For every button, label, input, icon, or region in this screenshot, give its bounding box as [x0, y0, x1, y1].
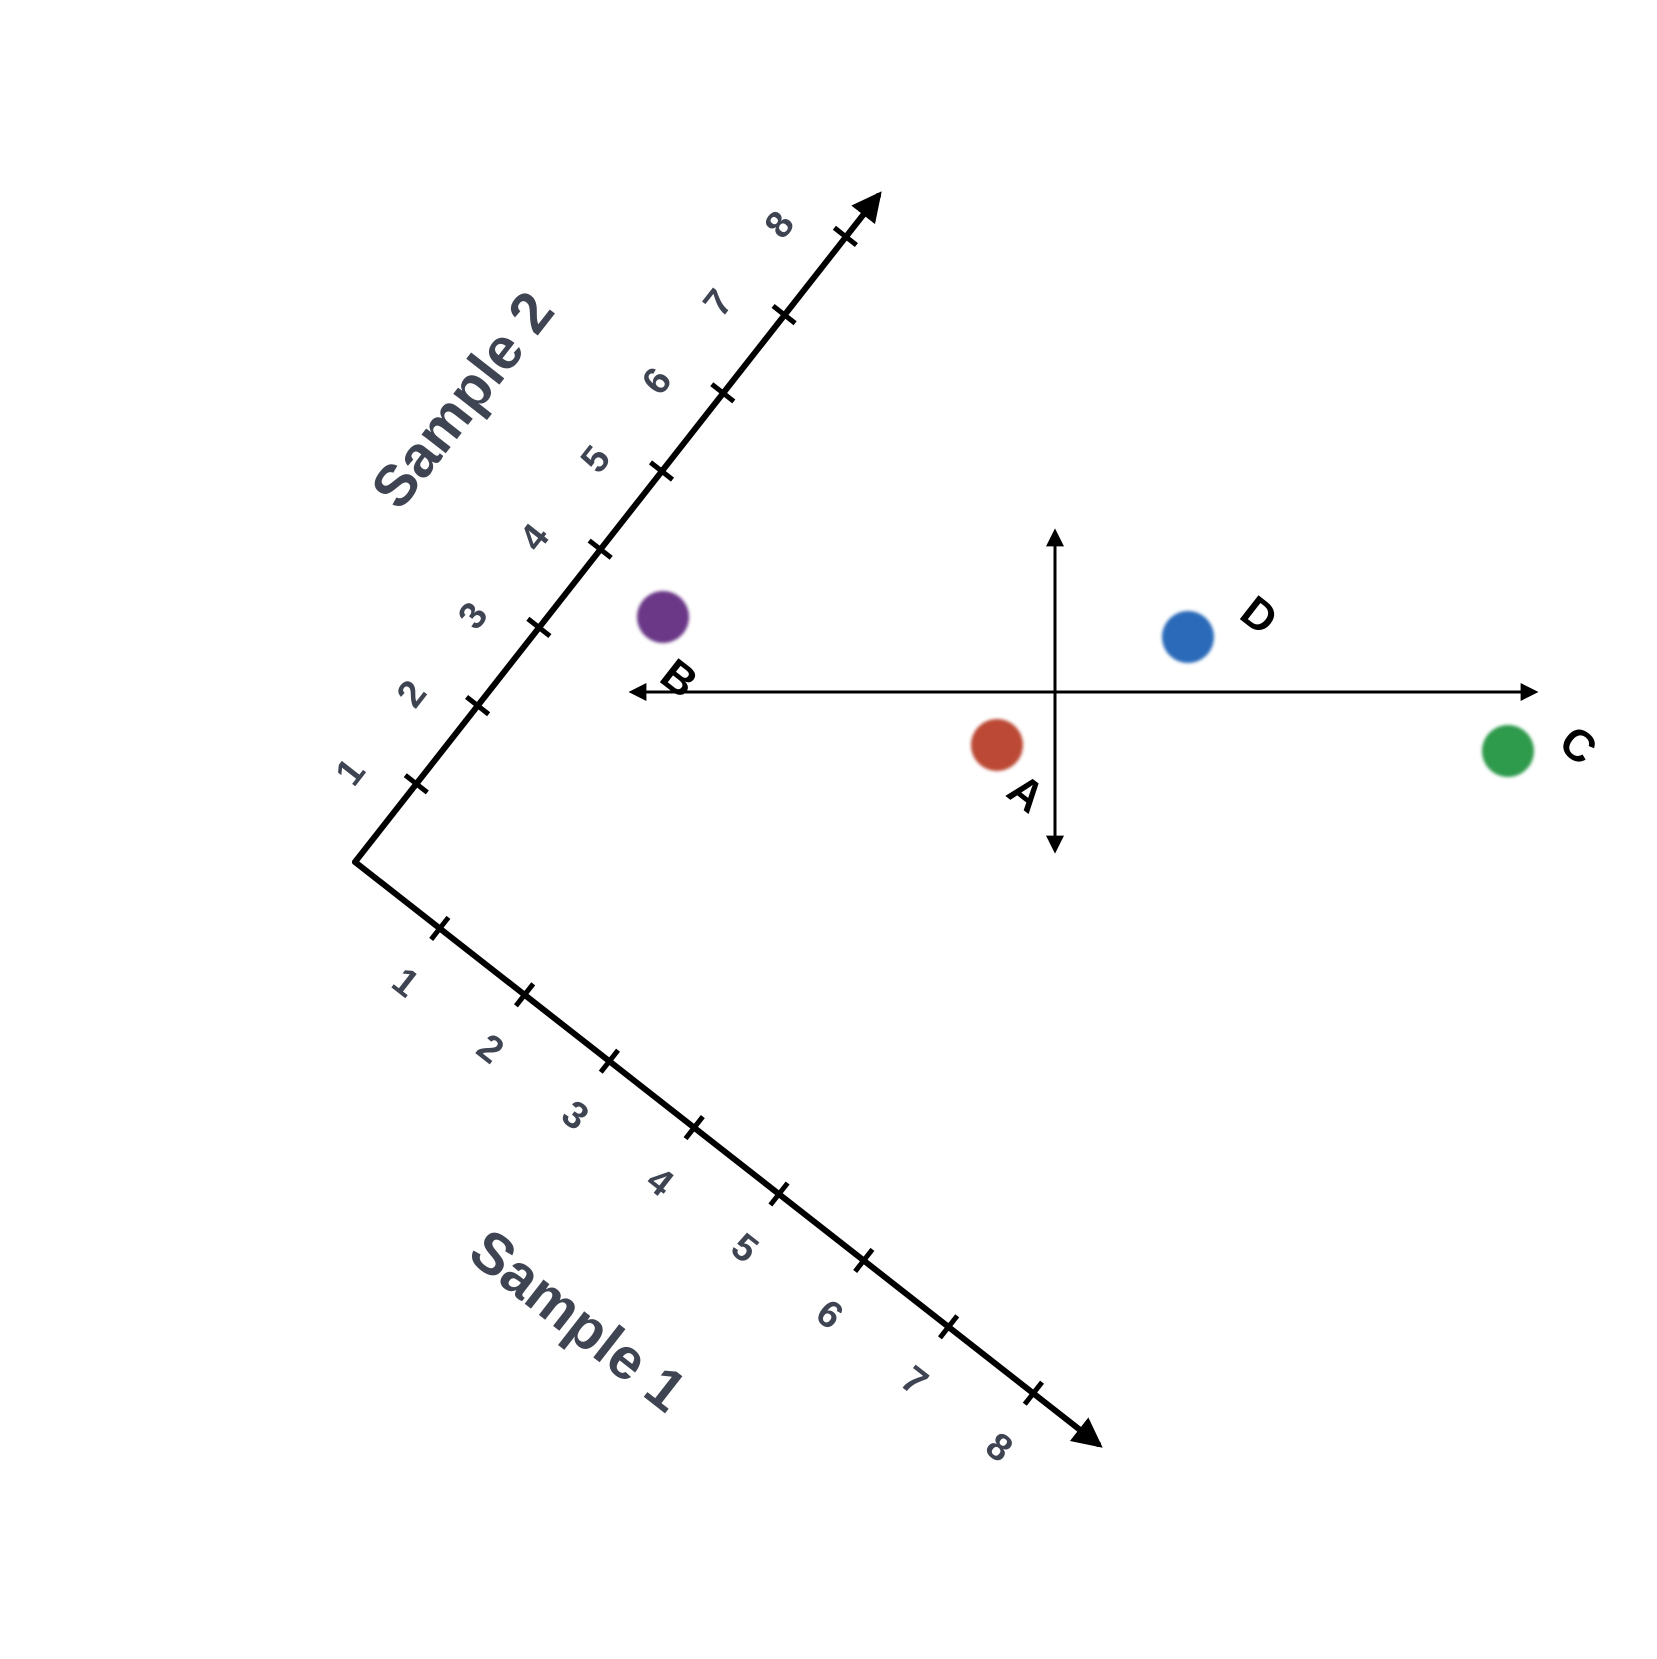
sample1-tick-4 — [683, 1115, 705, 1141]
sample2-tick-label-5: 5 — [573, 438, 619, 481]
sample1-tick-6 — [853, 1247, 875, 1273]
sample2-tick-label-1: 1 — [328, 751, 374, 794]
sample2-tick-label-4: 4 — [512, 517, 558, 560]
sample2-axis-title: Sample 2 — [359, 280, 567, 521]
sample1-tick-label-6: 6 — [808, 1292, 851, 1338]
sample1-tick-label-4: 4 — [638, 1159, 681, 1205]
sample2-axis-line — [352, 191, 882, 865]
sample1-tick-label-8: 8 — [978, 1425, 1021, 1471]
sample2-tick-8 — [832, 225, 858, 248]
sample2-tick-label-6: 6 — [634, 360, 680, 403]
sample1-tick-label-2: 2 — [469, 1026, 512, 1072]
sample1-tick-2 — [513, 982, 536, 1008]
sample2-tick-label-2: 2 — [389, 673, 435, 716]
sample1-tick-8 — [1022, 1380, 1045, 1406]
sample1-tick-label-1: 1 — [384, 960, 427, 1006]
sample1-tick-1 — [429, 915, 451, 941]
point-d — [1162, 611, 1214, 663]
sample2-tick-label-8: 8 — [757, 204, 803, 247]
sample1-axis-line — [352, 859, 1103, 1448]
sample1-tick-label-7: 7 — [893, 1358, 936, 1404]
sample1-tick-7 — [937, 1314, 960, 1340]
sample1-tick-3 — [598, 1048, 621, 1074]
point-c — [1482, 725, 1534, 777]
sample1-tick-5 — [768, 1181, 790, 1207]
sample1-tick-label-3: 3 — [554, 1093, 597, 1139]
sample2-tick-label-3: 3 — [450, 595, 496, 638]
sample1-axis-title: Sample 1 — [458, 1217, 699, 1425]
sample2-tick-2 — [465, 694, 491, 717]
sample2-tick-4 — [587, 538, 613, 560]
point-d-label: D — [1231, 586, 1286, 644]
point-a — [971, 719, 1023, 771]
sample2-tick-7 — [771, 303, 797, 326]
sample2-tick-6 — [710, 382, 736, 404]
sample1-tick-label-5: 5 — [723, 1225, 766, 1271]
point-a-label: A — [998, 764, 1053, 822]
sample2-tick-5 — [648, 460, 675, 482]
point-c-label: C — [1550, 716, 1605, 774]
point-b-label: B — [651, 649, 706, 707]
point-b — [637, 591, 689, 643]
sample2-tick-1 — [403, 773, 429, 795]
sample2-tick-3 — [526, 616, 552, 639]
sample2-tick-label-7: 7 — [696, 282, 742, 325]
